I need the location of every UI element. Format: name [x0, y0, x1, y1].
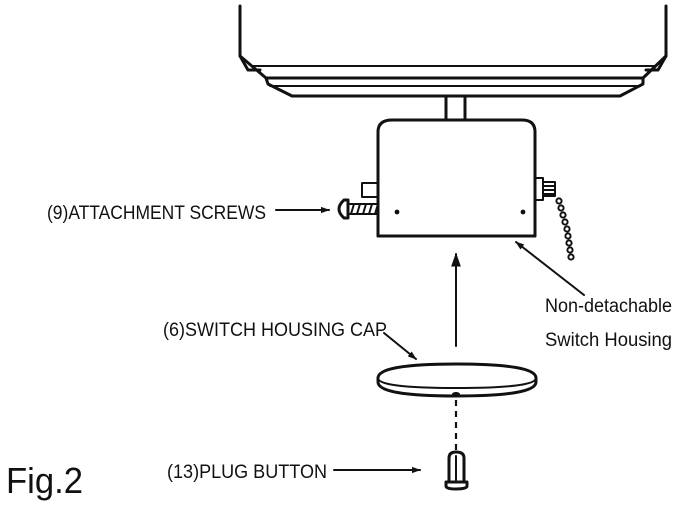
plug-button: [444, 450, 469, 491]
non-detachable-label-line2: Switch Housing: [545, 330, 672, 351]
fan-motor-housing: [238, 4, 668, 98]
non-detachable-arrow: [515, 241, 585, 296]
switch-housing: [361, 118, 537, 238]
non-detachable-label-line1: Non-detachable: [545, 296, 672, 317]
switch-housing-cap-label: (6)SWITCH HOUSING CAP: [163, 320, 387, 341]
attachment-screws-label: (9)ATTACHMENT SCREWS: [47, 203, 266, 224]
plug-button-label: (13)PLUG BUTTON: [167, 462, 327, 483]
pull-chain-switch: [534, 177, 575, 261]
switch-housing-cap-arrow: [383, 332, 417, 360]
attachment-screw: [337, 198, 379, 220]
switch-housing-cap: [376, 362, 538, 398]
down-rod: [444, 94, 467, 122]
pull-chain: [555, 197, 575, 261]
figure-label: Fig.2: [6, 460, 83, 501]
